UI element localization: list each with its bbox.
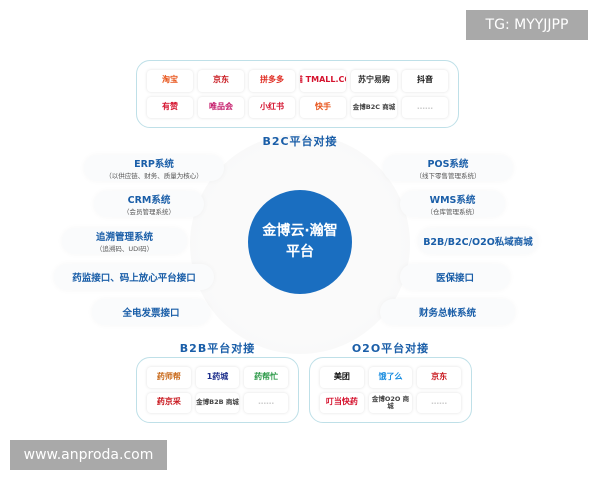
system-title: 追溯管理系统	[95, 232, 153, 243]
b2c-platform-logo: 有赞	[147, 96, 193, 118]
system-subtitle: （追溯码、UDI码）	[95, 245, 154, 253]
o2o-platform-logo: 饿了么	[368, 367, 413, 388]
system-title: WMS系统	[429, 195, 476, 206]
right-system-item: 财务总帐系统	[380, 299, 515, 325]
b2c-platform-logo: 金博B2C 商城	[351, 96, 397, 118]
watermark-top: TG: MYYJJPP	[466, 10, 588, 40]
o2o-platform-logo: 金博O2O 商城	[368, 392, 413, 413]
b2c-platform-logo: 抖音	[402, 70, 448, 92]
b2c-platform-logo: ……	[402, 96, 448, 118]
b2c-platform-logo: 小红书	[249, 96, 295, 118]
system-subtitle: （会员管理系统）	[123, 208, 175, 216]
right-system-item: POS系统 （线下零售管理系统）	[383, 155, 513, 181]
right-system-item: WMS系统 （仓库管理系统）	[400, 191, 505, 217]
o2o-platform-logo: 美团	[320, 367, 364, 388]
left-system-item: 追溯管理系统 （追溯码、UDI码）	[62, 228, 187, 254]
left-system-item: 全电发票接口	[92, 299, 210, 325]
right-system-item: B2B/B2C/O2O私域商城	[418, 228, 538, 254]
b2c-title: B2C平台对接	[262, 135, 338, 148]
system-title: 全电发票接口	[122, 308, 180, 319]
o2o-platform-logo: ……	[417, 392, 461, 413]
b2c-platform-logo: 淘宝	[147, 70, 193, 92]
o2o-platform-logo: 叮当快药	[320, 392, 364, 413]
b2c-platform-panel: 淘宝京东拼多多天猫 TMALL.COM苏宁易购抖音有赞唯品会小红书快手金博B2C…	[136, 60, 459, 128]
left-system-item: CRM系统 （会员管理系统）	[94, 191, 204, 217]
system-subtitle: （仓库管理系统）	[426, 208, 479, 216]
o2o-platform-panel: 美团饿了么京东叮当快药金博O2O 商城……	[309, 357, 472, 423]
o2o-platform-logo: 京东	[417, 367, 461, 388]
b2b-platform-logo: 金博B2B 商城	[195, 392, 240, 413]
b2c-platform-logo: 快手	[300, 96, 346, 118]
left-system-item: ERP系统 （以供应链、财务、质量为核心）	[84, 155, 224, 181]
b2b-platform-logo: 药帮忙	[244, 367, 288, 388]
center-line1: 金博云·瀚智	[262, 223, 338, 239]
system-title: 医保接口	[435, 273, 474, 284]
b2c-platform-logo: 唯品会	[198, 96, 244, 118]
system-title: 药监接口、码上放心平台接口	[72, 273, 196, 284]
b2c-platform-logo: 苏宁易购	[351, 70, 397, 92]
o2o-title: O2O平台对接	[351, 342, 430, 355]
b2b-title: B2B平台对接	[179, 342, 256, 355]
center-line2: 平台	[286, 244, 314, 260]
left-system-item: 药监接口、码上放心平台接口	[54, 264, 214, 290]
b2b-platform-logo: ……	[244, 392, 288, 413]
system-title: CRM系统	[127, 195, 171, 206]
b2b-platform-logo: 药师帮	[147, 367, 191, 388]
system-subtitle: （线下零售管理系统）	[415, 172, 481, 180]
b2b-platform-logo: 药京采	[147, 392, 191, 413]
system-subtitle: （以供应链、财务、质量为核心）	[105, 172, 203, 180]
b2c-platform-logo: 天猫 TMALL.COM	[300, 70, 346, 92]
watermark-bottom: www.anproda.com	[10, 440, 167, 470]
system-title: POS系统	[427, 159, 469, 170]
b2b-platform-logo: 1药城	[195, 367, 240, 388]
system-title: B2B/B2C/O2O私域商城	[423, 237, 533, 248]
system-title: 财务总帐系统	[418, 308, 476, 319]
b2c-platform-logo: 京东	[198, 70, 244, 92]
right-system-item: 医保接口	[400, 264, 510, 290]
center-platform-badge: 金博云·瀚智 平台	[248, 190, 352, 294]
b2c-platform-logo: 拼多多	[249, 70, 295, 92]
system-title: ERP系统	[134, 159, 174, 170]
